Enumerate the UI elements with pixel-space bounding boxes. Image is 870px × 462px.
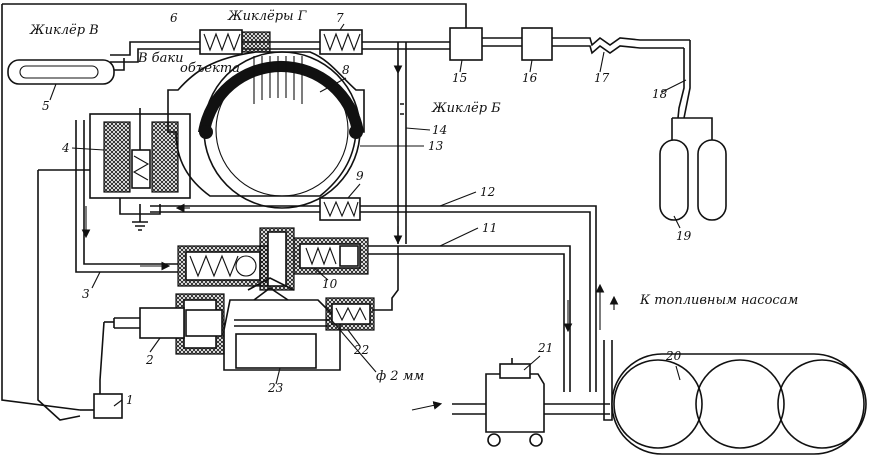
number-11: 11 [482,221,497,235]
number-21: 21 [537,341,553,355]
number-4: 4 [61,141,70,155]
number-16: 16 [522,71,538,85]
actuator-2 [99,307,223,398]
number-10: 10 [322,277,338,291]
jets-g [199,29,363,55]
number-23: 23 [267,381,284,395]
lines-11-12 [150,203,597,392]
pump-21 [411,358,610,447]
number-13: 13 [428,139,444,153]
label-jet-b: Жиклёр Б [431,101,501,116]
number-7: 7 [336,11,344,25]
tanks-19 [659,117,727,221]
number-19: 19 [676,229,692,243]
filter-5 [7,58,125,85]
line-14 [393,42,407,245]
number-14: 14 [432,123,447,137]
regulator-4 [89,108,191,231]
valve-9 [319,197,361,221]
number-22: 22 [353,343,369,357]
number-12: 12 [480,185,495,199]
number-18: 18 [652,87,668,101]
number-15: 15 [452,71,467,85]
label-jet-v: Жиклёр В [29,23,99,38]
number-5: 5 [42,99,50,113]
label-diameter: ф 2 мм [376,369,424,384]
number-9: 9 [356,169,364,183]
label-jets-g: Жиклёры Г [227,9,307,24]
valve-block-10 [177,227,369,291]
tanks-20 [595,283,867,455]
block-16 [521,27,553,61]
number-20: 20 [665,349,682,363]
number-2: 2 [145,353,154,367]
number-1: 1 [126,393,134,407]
outer-frame [1,3,467,411]
number-3: 3 [82,287,90,301]
pump-housing-13 [167,51,365,209]
label-to-tanks-2: объекта [180,61,240,76]
number-8: 8 [342,63,350,77]
unit-1 [37,169,123,421]
valve-22 [325,246,399,331]
block-15 [449,27,483,61]
leader-lines [49,23,687,407]
number-17: 17 [594,71,610,85]
label-to-tanks-1: В баки [137,51,184,66]
number-6: 6 [170,11,178,25]
label-to-pumps: К топливным насосам [639,293,798,308]
